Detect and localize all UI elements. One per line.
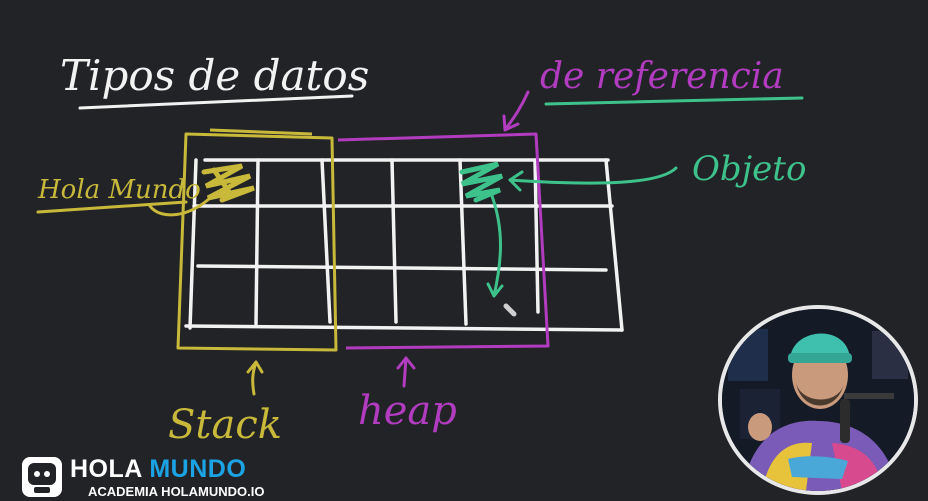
brand-title: HOLA MUNDO	[70, 455, 246, 484]
presenter-webcam	[718, 305, 918, 495]
brand-subtitle: ACADEMIA HOLAMUNDO.IO	[88, 484, 265, 499]
brand-name-part1: HOLA	[70, 455, 142, 483]
board-title: Tipos de datos	[60, 51, 369, 100]
heap-label: heap	[358, 388, 457, 434]
reference-arrow	[502, 90, 530, 132]
stack-value-scribble	[201, 163, 255, 203]
holamundo-logo-icon	[22, 457, 62, 497]
stack-label: Stack	[168, 402, 282, 448]
brand-watermark: HOLA MUNDO ACADEMIA HOLAMUNDO.IO	[22, 455, 352, 499]
pencil-cursor-icon	[503, 303, 517, 317]
object-label: Objeto	[692, 149, 806, 189]
heap-pointer-arrow	[486, 194, 504, 298]
memory-grid	[184, 158, 624, 332]
reference-label: de referencia	[540, 56, 784, 97]
string-value-label: Hola Mundo	[37, 175, 201, 205]
brand-name-part2: MUNDO	[149, 455, 247, 483]
reference-underline	[544, 96, 804, 106]
title-underline	[78, 94, 354, 110]
heap-arrow	[396, 356, 416, 388]
string-underline	[36, 200, 188, 214]
heap-region	[337, 132, 550, 350]
stack-region	[176, 128, 338, 352]
heap-object-scribble	[459, 161, 504, 203]
presenter-video	[722, 309, 914, 491]
stack-arrow	[246, 360, 264, 396]
string-connector	[148, 194, 214, 217]
object-arrow	[508, 166, 678, 192]
